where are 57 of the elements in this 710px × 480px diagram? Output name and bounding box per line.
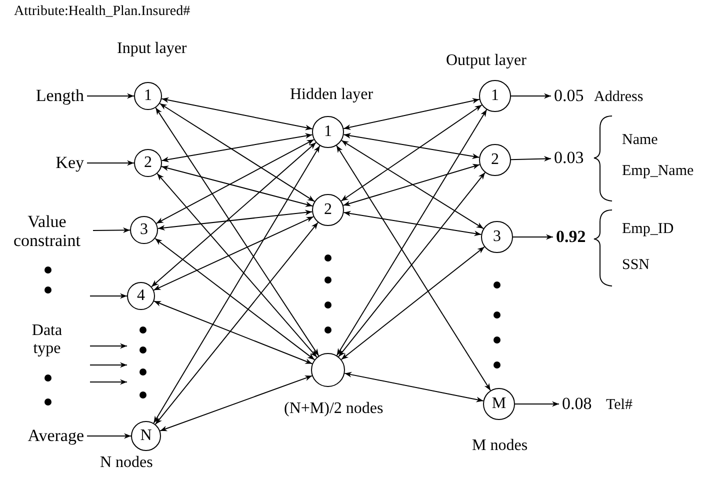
connection-arrow <box>343 210 482 236</box>
input-label: Average <box>8 426 84 446</box>
arrow <box>90 293 128 299</box>
arrow <box>510 156 552 162</box>
arrow <box>514 401 560 407</box>
connection-arrow <box>154 300 313 364</box>
arrow <box>86 433 132 439</box>
connection-arrow <box>336 145 491 391</box>
input-label: Key <box>30 153 84 173</box>
connection-arrow <box>153 216 314 291</box>
connection-arrow <box>155 107 320 356</box>
connection-arrow <box>341 140 484 230</box>
connection-arrow <box>161 97 313 130</box>
arrow <box>510 93 552 99</box>
connection-arrow <box>340 246 485 360</box>
connection-arrow <box>154 238 315 360</box>
output-value: 0.05 <box>554 86 592 106</box>
arrow <box>86 93 134 99</box>
connection-arrow <box>160 375 313 432</box>
output-value: 0.92 <box>556 227 594 247</box>
layer-label: Data type <box>30 322 64 358</box>
connection-arrow <box>161 133 313 162</box>
connection-arrow <box>153 145 320 424</box>
connection-arrow <box>343 133 480 159</box>
arrow <box>86 160 134 166</box>
output-value: 0.08 <box>562 394 600 414</box>
diagram-title: Attribute:Health_Plan.Insured# <box>14 3 190 21</box>
attribute-name: Emp_ID <box>622 220 674 238</box>
layer-label: N nodes <box>100 454 153 472</box>
connection-arrow <box>161 166 314 207</box>
connection-arrow <box>342 164 480 206</box>
attribute-name: Name <box>622 131 658 149</box>
layer-label: M nodes <box>472 437 528 455</box>
connection-arrow <box>151 142 316 288</box>
connection-arrow <box>159 103 315 202</box>
connection-arrow <box>154 222 318 425</box>
output-value: 0.03 <box>554 148 592 168</box>
connection-arrow <box>338 172 486 358</box>
layer-label: Input layer <box>117 40 187 58</box>
attribute-name: Address <box>594 88 644 106</box>
attribute-name: SSN <box>622 256 650 274</box>
connection-arrow <box>344 372 484 402</box>
connection-arrow <box>336 109 488 356</box>
layer-label: (N+M)/2 nodes <box>284 400 384 418</box>
input-label: Length <box>20 86 84 106</box>
connection-arrow <box>157 210 313 231</box>
attribute-name: Tel# <box>606 396 632 414</box>
connection-arrow <box>340 104 482 202</box>
attribute-name: Emp_Name <box>622 162 694 180</box>
arrow <box>92 227 130 234</box>
layer-label: Hidden layer <box>290 86 374 104</box>
layer-label: Output layer <box>446 52 526 70</box>
arrow <box>512 234 554 240</box>
connection-arrow <box>156 173 318 358</box>
connection-arrow <box>156 139 314 224</box>
input-label: Value constraint <box>4 212 90 250</box>
connection-arrow <box>343 98 480 130</box>
